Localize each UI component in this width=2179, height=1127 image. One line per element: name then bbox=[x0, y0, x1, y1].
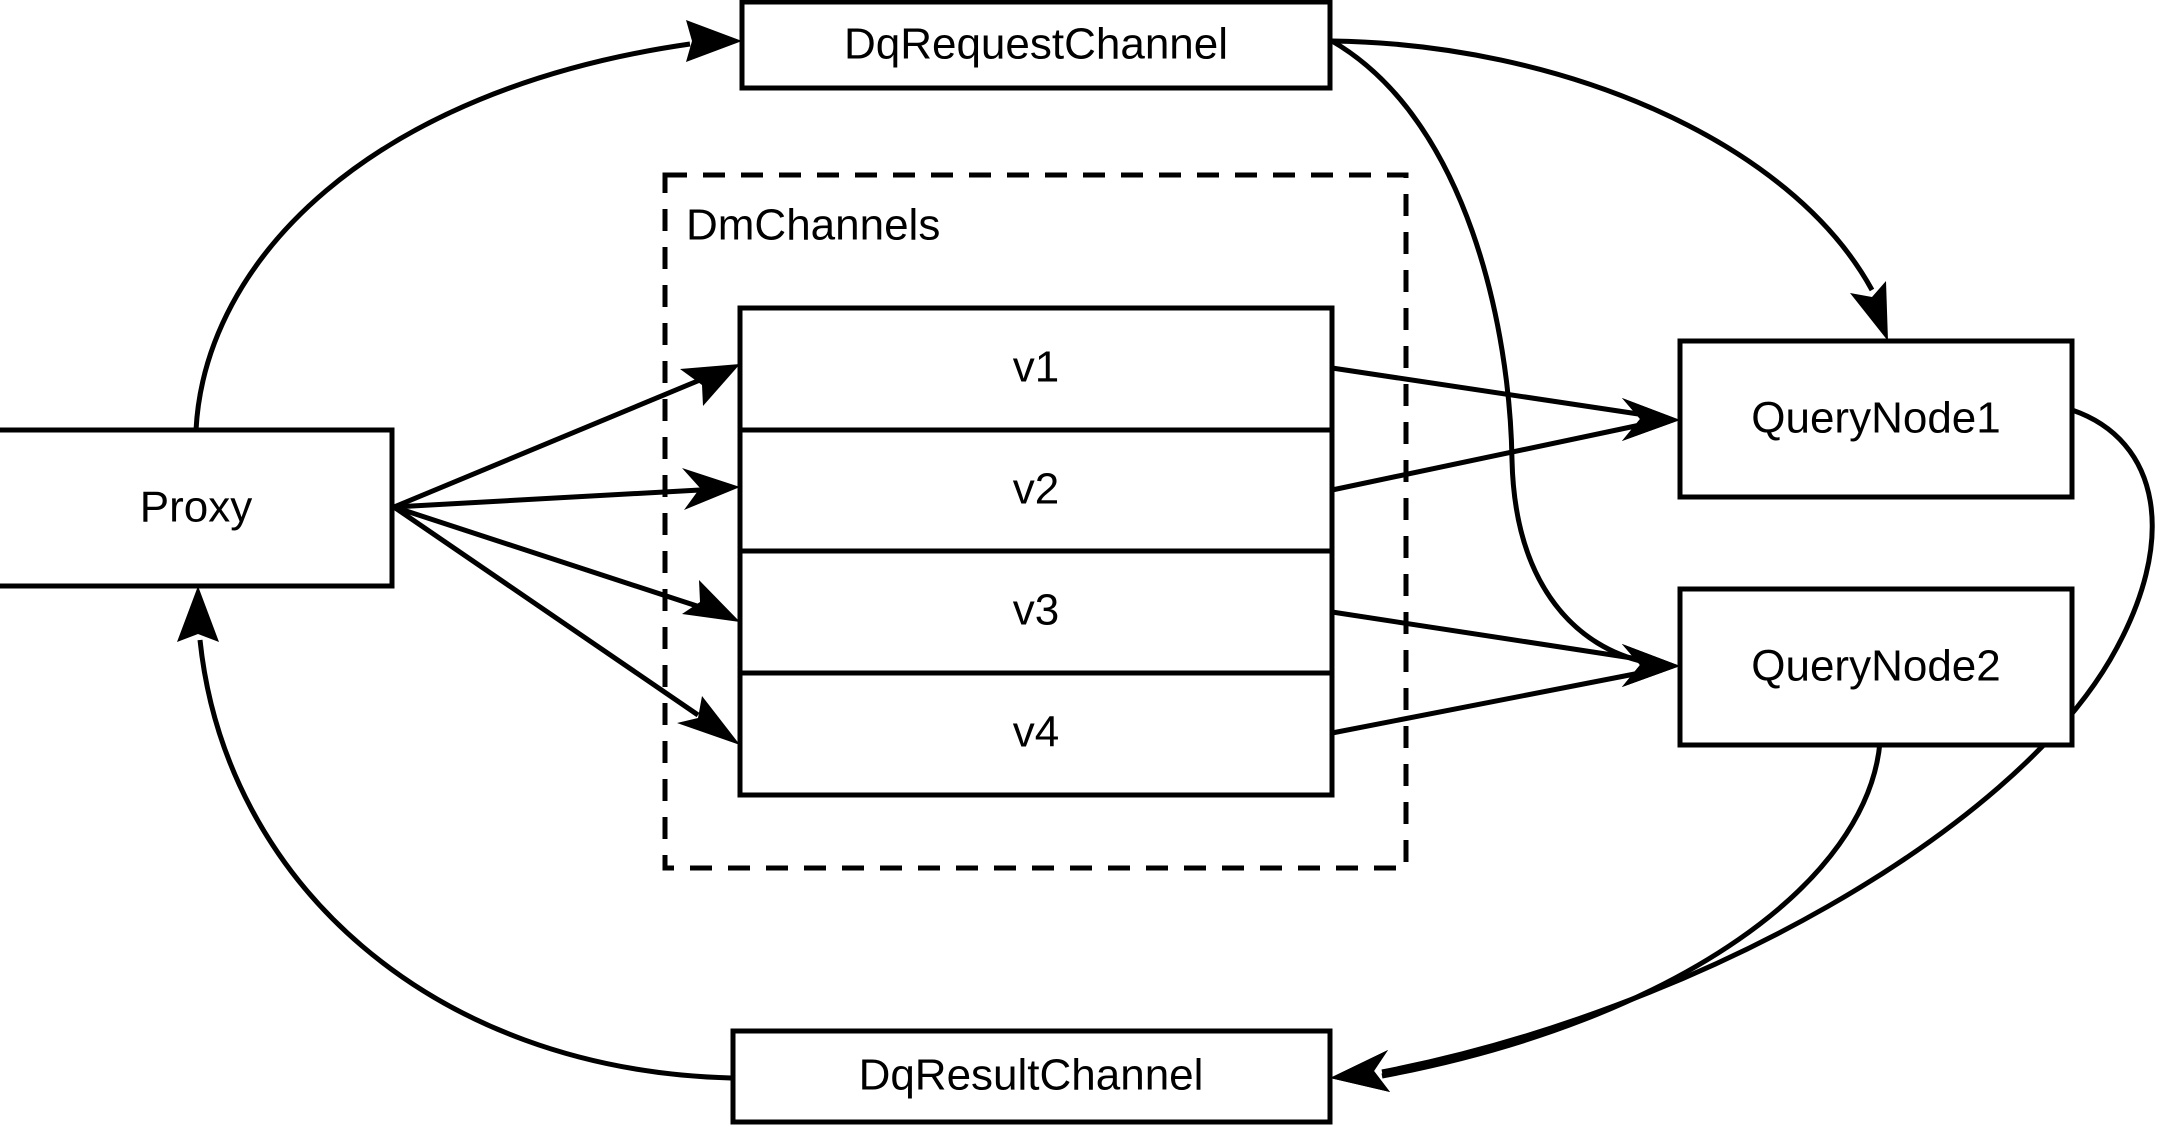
arrowhead-icon bbox=[677, 696, 740, 745]
node-querynode2[interactable]: QueryNode2 bbox=[1677, 586, 2075, 748]
channel-row-v1-label[interactable]: v1 bbox=[1013, 343, 1059, 392]
edge-proxy-to-dqrequestchannel bbox=[193, 20, 742, 431]
arrowhead-icon bbox=[1850, 281, 1888, 341]
querynode1-label: QueryNode1 bbox=[1751, 394, 2000, 443]
arrowhead-icon bbox=[682, 580, 740, 622]
dmchannels-dashed-border bbox=[662, 172, 1409, 871]
arrowhead-icon bbox=[682, 468, 740, 510]
dmchannels-table: v1 v2 v3 v4 bbox=[737, 305, 1335, 798]
node-querynode1[interactable]: QueryNode1 bbox=[1677, 338, 2075, 500]
edge-dqrequestchannel-to-querynode1 bbox=[1331, 38, 1888, 341]
proxy-label: Proxy bbox=[140, 483, 252, 532]
edge-proxy-to-v1 bbox=[393, 364, 740, 510]
dqresultchannel-label: DqResultChannel bbox=[859, 1051, 1204, 1100]
node-dqresultchannel[interactable]: DqResultChannel bbox=[730, 1028, 1333, 1125]
arrowhead-icon bbox=[1622, 644, 1680, 687]
dqrequestchannel-label: DqRequestChannel bbox=[844, 20, 1228, 69]
edge-dqresultchannel-to-proxy bbox=[177, 586, 732, 1081]
arrowhead-icon bbox=[1622, 398, 1680, 441]
channel-row-v4-label[interactable]: v4 bbox=[1013, 708, 1059, 757]
channel-row-v3-label[interactable]: v3 bbox=[1013, 586, 1059, 635]
edge-querynode2-to-dqresultchannel bbox=[1330, 741, 1883, 1092]
arrowhead-icon bbox=[680, 364, 740, 406]
channel-row-v2-label[interactable]: v2 bbox=[1013, 465, 1059, 514]
node-proxy[interactable]: Proxy bbox=[0, 427, 395, 589]
group-dmchannels: DmChannels bbox=[662, 172, 1409, 871]
arrowhead-icon bbox=[1330, 1050, 1390, 1092]
edge-proxy-to-v4 bbox=[392, 504, 740, 745]
querynode2-box[interactable] bbox=[1677, 586, 2075, 748]
edge-proxy-to-v3 bbox=[393, 504, 740, 622]
edge-dqrequestchannel-to-querynode2 bbox=[1330, 38, 1680, 687]
dmchannels-label: DmChannels bbox=[686, 201, 940, 250]
querynode1-box[interactable] bbox=[1677, 338, 2075, 500]
querynode2-label: QueryNode2 bbox=[1751, 642, 2000, 691]
edge-querynode1-to-dqresultchannel bbox=[1330, 407, 2155, 1092]
proxy-box[interactable] bbox=[0, 427, 395, 589]
dqresultchannel-box[interactable] bbox=[730, 1028, 1333, 1125]
arrowhead-icon bbox=[686, 20, 742, 62]
node-dqrequestchannel[interactable]: DqRequestChannel bbox=[739, 0, 1333, 91]
edge-v2-to-querynode1 bbox=[1331, 398, 1680, 493]
dqrequestchannel-box[interactable] bbox=[739, 0, 1333, 91]
arrowhead-icon bbox=[177, 586, 219, 642]
edge-proxy-to-v2 bbox=[393, 468, 740, 510]
